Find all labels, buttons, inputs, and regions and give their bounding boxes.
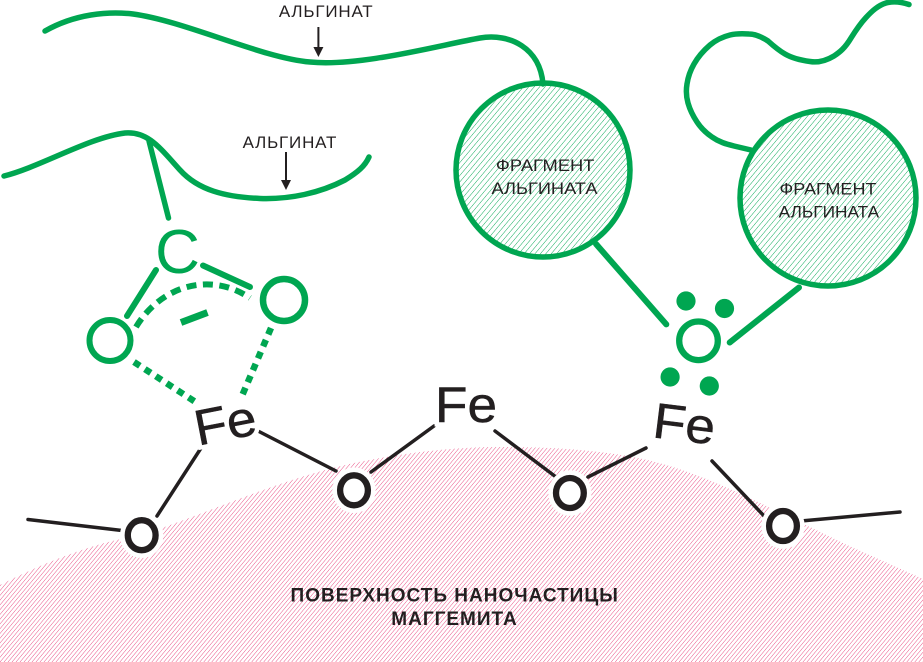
svg-text:АЛЬГИНАТ: АЛЬГИНАТ	[243, 133, 338, 152]
svg-text:Fe: Fe	[435, 377, 497, 433]
svg-text:ФРАГМЕНТ: ФРАГМЕНТ	[496, 156, 595, 175]
svg-text:АЛЬГИНАТ: АЛЬГИНАТ	[279, 2, 374, 21]
svg-text:МАГГЕМИТА: МАГГЕМИТА	[391, 609, 517, 630]
svg-text:Fe: Fe	[435, 377, 497, 433]
svg-text:ФРАГМЕНТ: ФРАГМЕНТ	[780, 179, 877, 198]
svg-text:АЛЬГИНАТА: АЛЬГИНАТА	[492, 179, 599, 198]
svg-text:Fe: Fe	[650, 392, 718, 455]
svg-text:Fe: Fe	[189, 390, 261, 457]
svg-text:Fe: Fe	[650, 392, 718, 455]
svg-text:ПОВЕРХНОСТЬ НАНОЧАСТИЦЫ: ПОВЕРХНОСТЬ НАНОЧАСТИЦЫ	[291, 585, 619, 606]
svg-text:C: C	[155, 218, 200, 287]
svg-text:АЛЬГИНАТА: АЛЬГИНАТА	[779, 203, 880, 222]
